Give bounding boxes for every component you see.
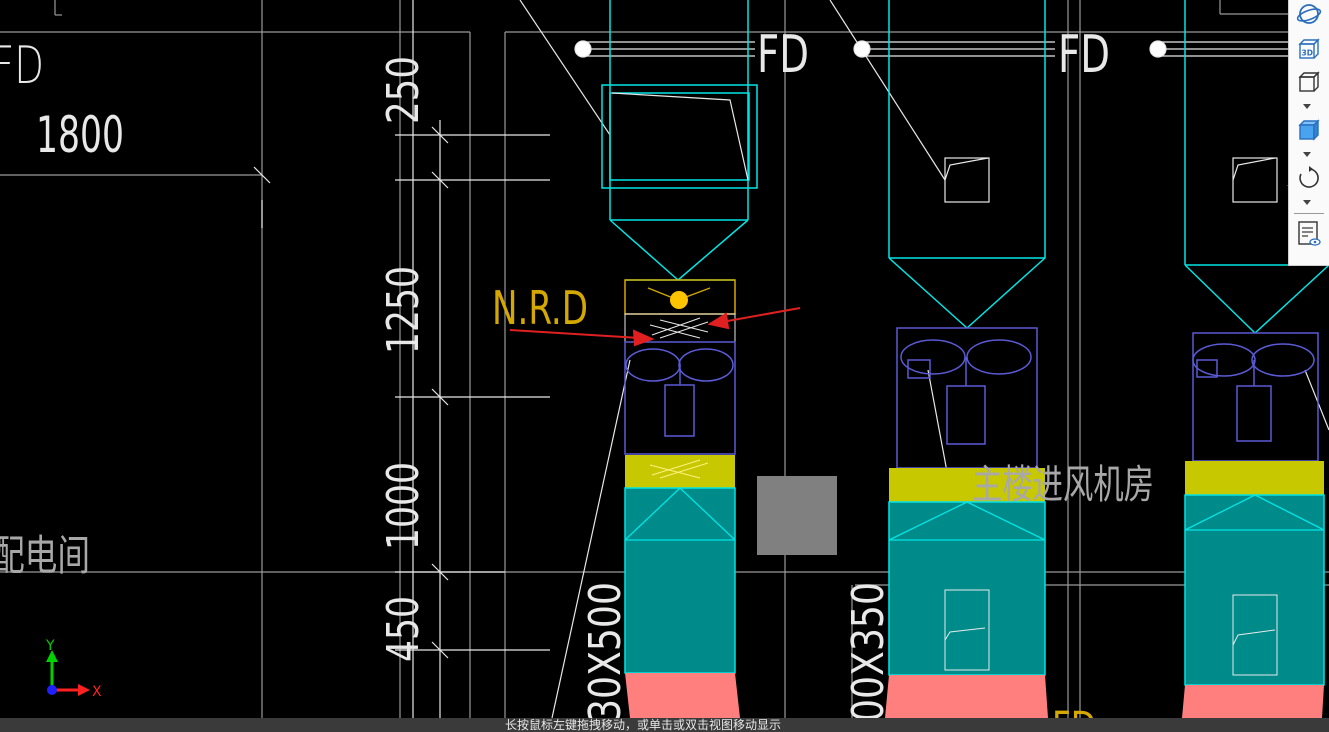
shaded-dropdown-arrow[interactable] xyxy=(1303,152,1311,157)
dim-450-label: 450 xyxy=(378,596,429,662)
fd-label-mid-2: FD xyxy=(1058,25,1110,85)
status-hint-text: 长按鼠标左键拖拽移动，或单击或双击视图移动显示 xyxy=(505,718,782,732)
axis-label-x: X xyxy=(92,684,102,700)
3d-view-button[interactable]: 3D xyxy=(1295,35,1323,63)
dim-1250-label: 1250 xyxy=(378,266,429,354)
rotate-icon xyxy=(1299,166,1319,188)
rotate-button[interactable] xyxy=(1295,164,1323,192)
ahu-unit-1[interactable] xyxy=(601,0,758,718)
wireframe-view-button[interactable] xyxy=(1295,68,1323,96)
wireframe-cube-icon xyxy=(1298,71,1320,92)
dim-250-label: 250 xyxy=(378,56,429,124)
orbit-button[interactable] xyxy=(1295,0,1323,28)
dimension-lines xyxy=(253,0,550,718)
fd-label-left: FD xyxy=(0,36,44,96)
shaded-view-button[interactable] xyxy=(1295,116,1323,144)
equipment-block[interactable] xyxy=(757,476,837,555)
ucs-axis-icon: Y X xyxy=(45,638,102,700)
room-label-distribution: 配电间 xyxy=(0,531,90,580)
properties-button[interactable] xyxy=(1295,220,1323,248)
orbit-icon xyxy=(1296,4,1322,24)
duct-size-right-label: 00X350 xyxy=(843,582,894,718)
fd-markers xyxy=(574,40,1288,58)
ahu-unit-2[interactable] xyxy=(885,0,1048,718)
view-toolbar: 3D xyxy=(1288,0,1329,266)
toolbar-separator xyxy=(1294,213,1324,214)
fd-label-bottom: FD xyxy=(1052,704,1096,718)
annotation-arrows xyxy=(509,307,801,347)
room-label-fresh-air: 主楼进风机房 xyxy=(972,462,1154,508)
axis-label-y: Y xyxy=(45,638,55,654)
fd-label-mid-1: FD xyxy=(757,25,809,85)
width-1800-label: 1800 xyxy=(36,106,124,164)
nrd-label: N.R.D xyxy=(492,281,588,335)
rotate-dropdown-arrow[interactable] xyxy=(1303,200,1311,205)
3d-view-icon: 3D xyxy=(1298,38,1320,59)
properties-icon xyxy=(1298,221,1321,246)
3d-label: 3D xyxy=(1302,49,1313,58)
dim-1000-label: 1000 xyxy=(378,462,429,550)
status-bar: 长按鼠标左键拖拽移动，或单击或双击视图移动显示 xyxy=(0,718,1329,732)
shaded-cube-icon xyxy=(1298,119,1320,141)
wireframe-dropdown-arrow[interactable] xyxy=(1303,104,1311,109)
duct-size-left-label: 30X500 xyxy=(580,582,631,718)
